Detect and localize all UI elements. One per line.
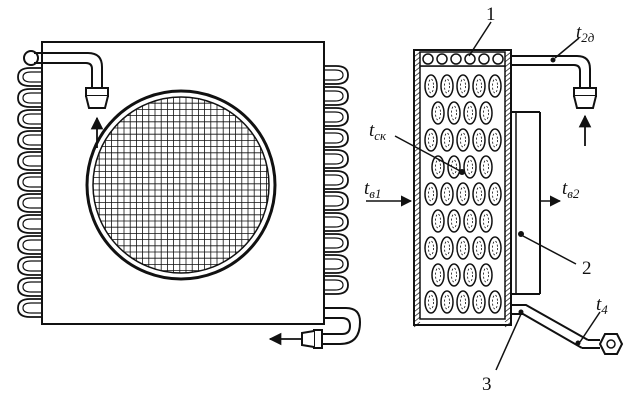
tube-oval xyxy=(479,155,493,179)
coil-bend xyxy=(324,233,349,253)
inlet-pipe xyxy=(23,50,109,148)
tube-oval xyxy=(447,101,461,125)
tube-oval xyxy=(440,128,454,152)
coil-bend xyxy=(17,151,42,171)
tube-oval xyxy=(424,236,438,260)
tube-oval xyxy=(488,74,502,98)
tube-oval xyxy=(424,128,438,152)
tube-end xyxy=(450,53,462,65)
coil-bend xyxy=(17,193,42,213)
coil-bends-right xyxy=(324,65,349,295)
tube-end xyxy=(422,53,434,65)
fan-grille xyxy=(85,89,277,281)
coil-bend xyxy=(17,214,42,234)
coil-bend xyxy=(17,88,42,108)
front-view xyxy=(17,41,362,349)
tube-end xyxy=(478,53,490,65)
tube-oval xyxy=(463,209,477,233)
tube-oval xyxy=(456,74,470,98)
tube-oval xyxy=(456,236,470,260)
coil-bend xyxy=(17,109,42,129)
label-tb2: tв2 xyxy=(562,178,580,201)
tube-end xyxy=(436,53,448,65)
tube-oval xyxy=(488,128,502,152)
coil-bend xyxy=(324,149,349,169)
coil-bend xyxy=(17,67,42,87)
tube-oval xyxy=(440,290,454,314)
side-view xyxy=(366,21,624,371)
tube-oval xyxy=(456,182,470,206)
tube-oval xyxy=(479,101,493,125)
tube-oval xyxy=(431,263,445,287)
tube-oval xyxy=(472,128,486,152)
tube-oval xyxy=(440,236,454,260)
coil-bend xyxy=(17,172,42,192)
side-outlet-pipe xyxy=(511,304,624,355)
coil-bend xyxy=(324,170,349,190)
tube-oval xyxy=(472,74,486,98)
label-part-2: 2 xyxy=(582,258,592,279)
label-t4: t4 xyxy=(596,294,608,317)
label-part-1: 1 xyxy=(486,4,496,25)
tube-oval xyxy=(424,290,438,314)
tube-oval xyxy=(463,101,477,125)
tube-oval xyxy=(488,236,502,260)
coil-bend xyxy=(324,128,349,148)
outlet-pipe xyxy=(268,307,362,349)
tube-oval xyxy=(479,209,493,233)
coil-bend xyxy=(17,298,42,318)
coil-bend xyxy=(324,107,349,127)
fan-bracket xyxy=(511,111,541,295)
tube-oval xyxy=(431,209,445,233)
tube-oval xyxy=(431,101,445,125)
tube-oval xyxy=(440,74,454,98)
tube-oval xyxy=(463,263,477,287)
coil-bend xyxy=(324,86,349,106)
tube-end xyxy=(492,53,504,65)
coil-bends-left xyxy=(17,67,42,318)
tube-oval xyxy=(456,128,470,152)
coil-bend xyxy=(17,277,42,297)
side-inlet-pipe xyxy=(511,55,597,146)
tube-oval xyxy=(472,182,486,206)
label-part-3: 3 xyxy=(482,374,492,395)
coil-bend xyxy=(324,254,349,274)
label-tb1: tв1 xyxy=(364,178,381,201)
tube-oval xyxy=(424,182,438,206)
tube-oval xyxy=(463,155,477,179)
coil-bend xyxy=(17,256,42,276)
coil-bend xyxy=(17,235,42,255)
tube-oval xyxy=(447,263,461,287)
tube-oval xyxy=(488,290,502,314)
tube-oval xyxy=(488,182,502,206)
tube-oval xyxy=(472,290,486,314)
label-t2d: t2д xyxy=(576,22,595,45)
coil-bend xyxy=(324,65,349,85)
coil-bend xyxy=(324,191,349,211)
coil-bend xyxy=(324,212,349,232)
tube-oval xyxy=(447,209,461,233)
label-tsk: tск xyxy=(369,120,387,143)
tube-oval xyxy=(456,290,470,314)
tube-oval xyxy=(472,236,486,260)
tube-oval xyxy=(424,74,438,98)
coil-bend xyxy=(324,275,349,295)
tube-oval xyxy=(479,263,493,287)
coil-bend xyxy=(17,130,42,150)
tube-oval xyxy=(440,182,454,206)
